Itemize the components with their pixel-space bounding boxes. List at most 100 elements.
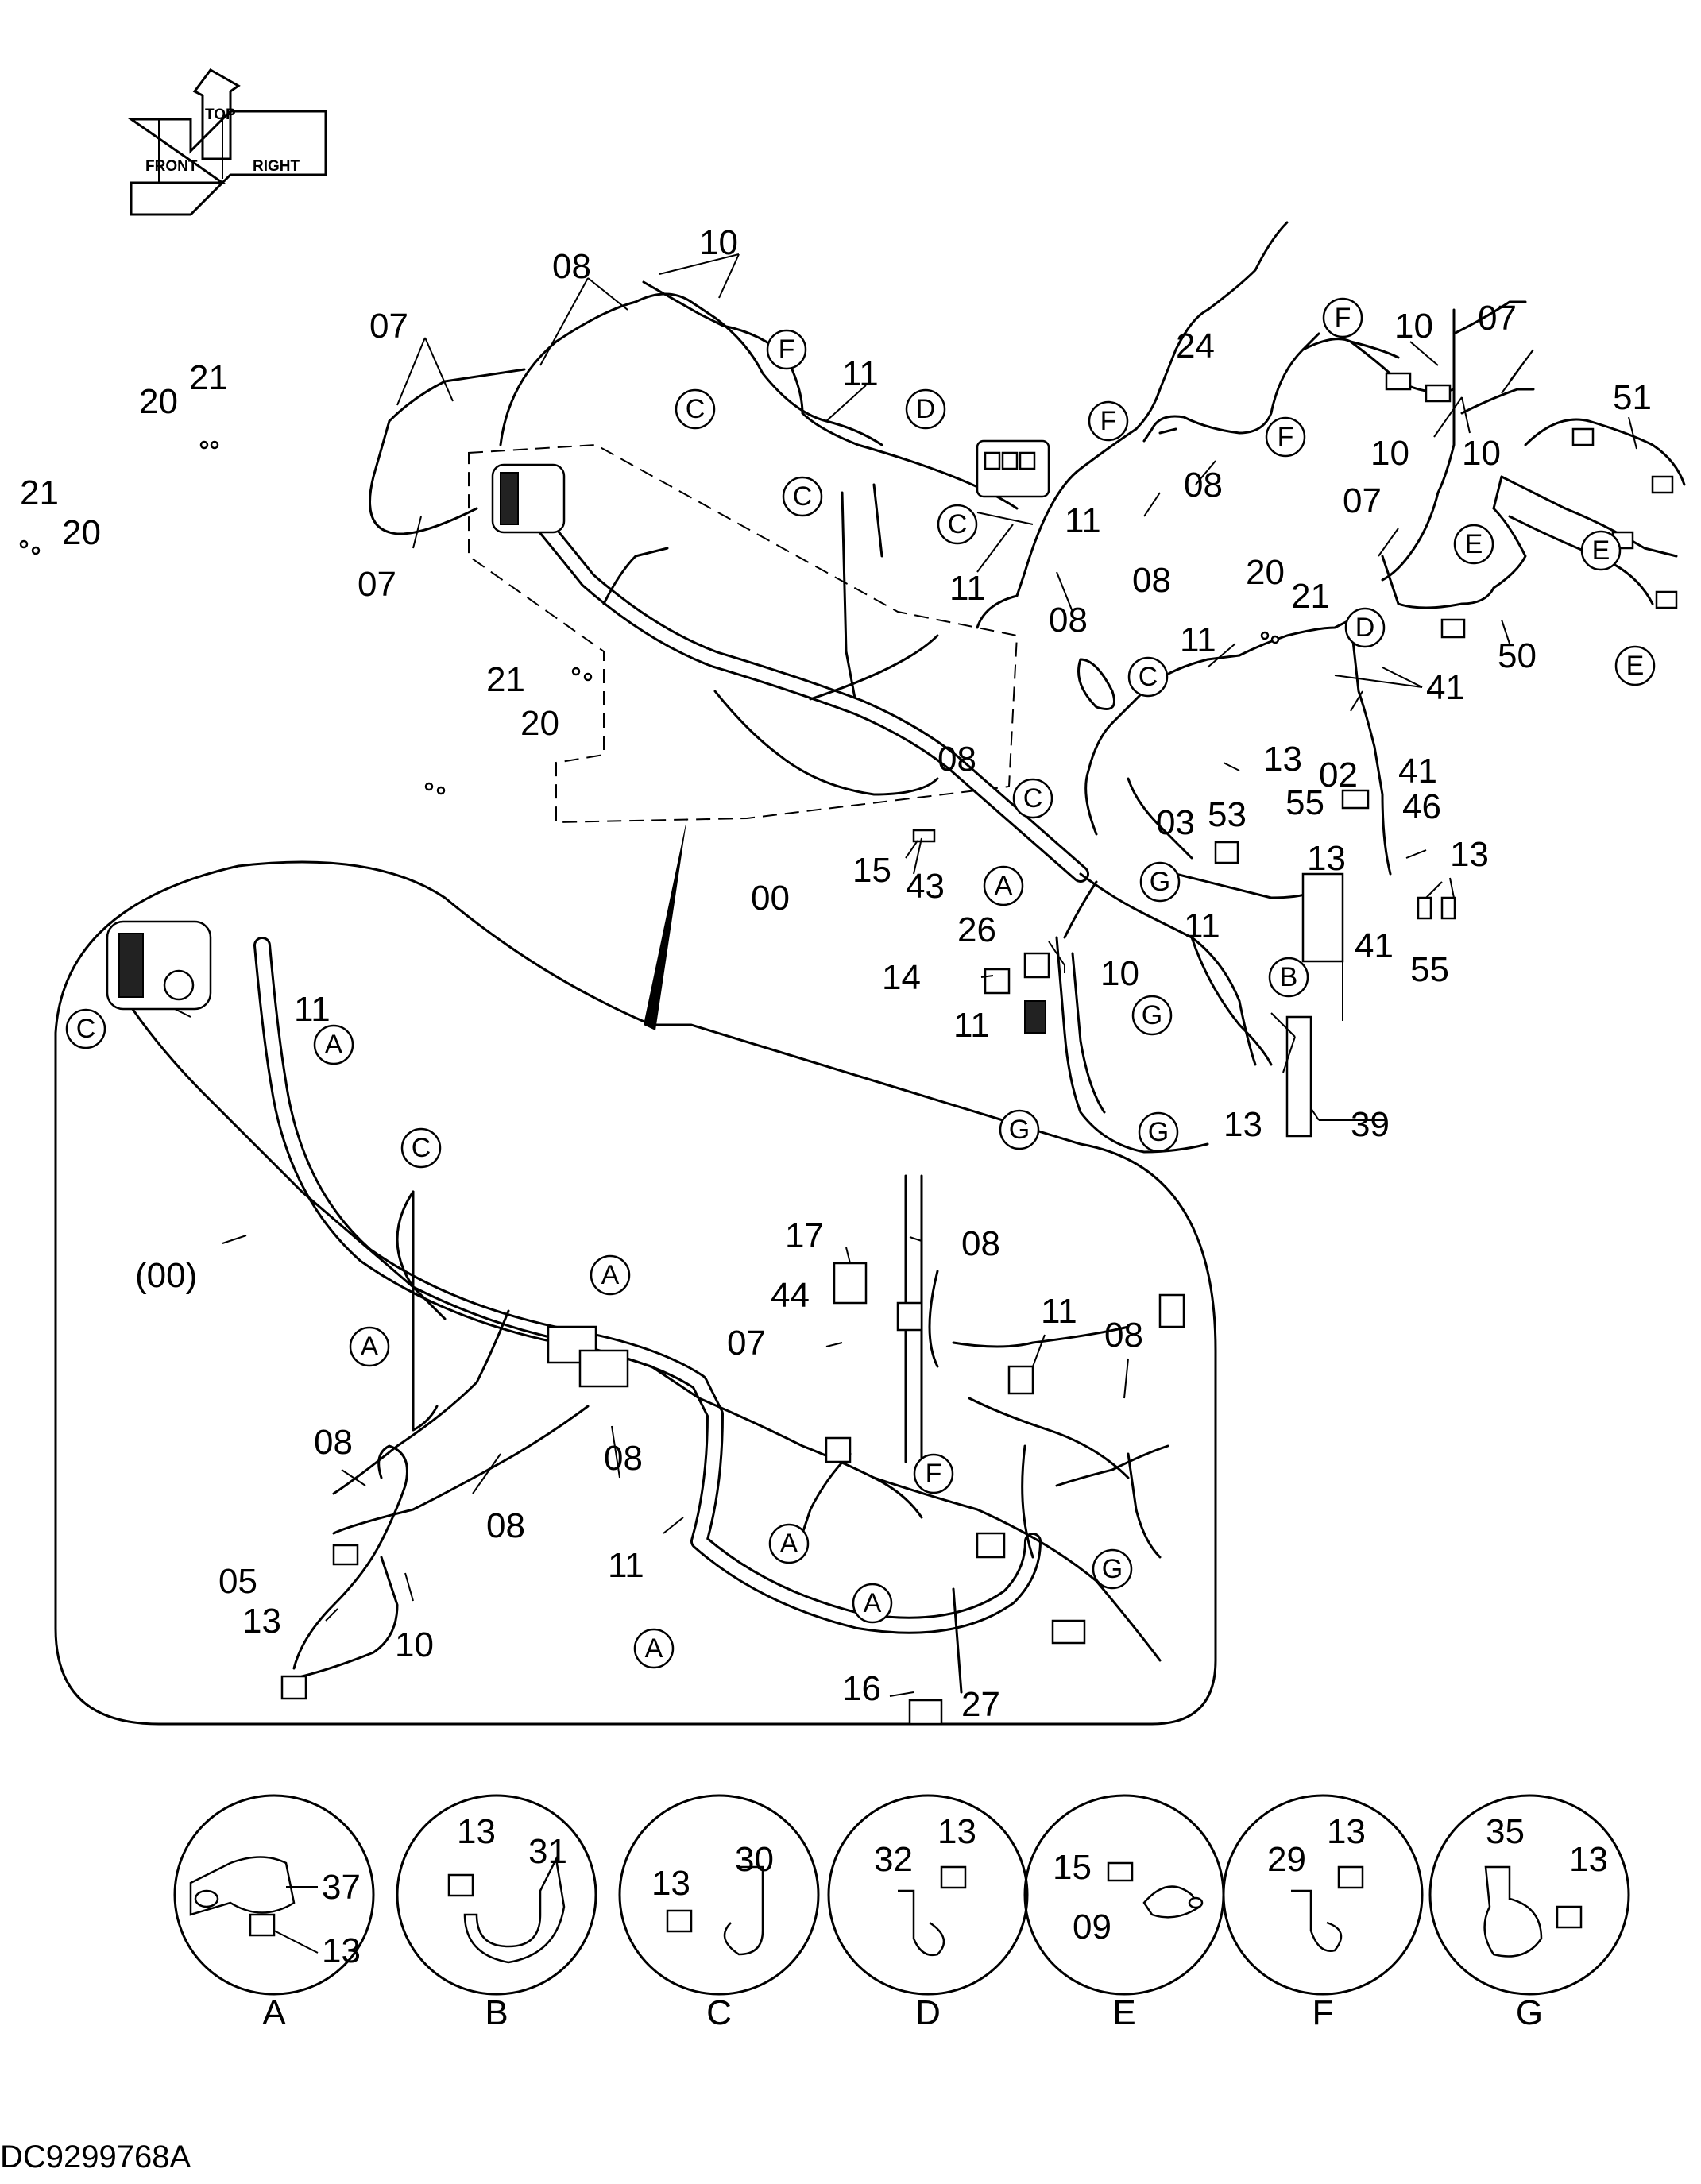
leader-lines — [174, 253, 1637, 1697]
svg-text:G: G — [1148, 1117, 1169, 1147]
part-label-24: 24 — [1176, 327, 1215, 365]
part-label-15: 15 — [852, 851, 891, 890]
part-label-21: 21 — [20, 474, 59, 512]
ref-marker-c: C — [65, 1008, 106, 1049]
ref-marker-f: F — [1088, 400, 1129, 442]
svg-text:C: C — [1023, 783, 1043, 814]
part-label-41: 41 — [1355, 926, 1394, 965]
orientation-top-label: TOP — [205, 106, 236, 123]
part-label-07: 07 — [1478, 299, 1517, 338]
part-label-08: 08 — [314, 1423, 353, 1462]
ref-marker-d: D — [905, 388, 946, 430]
part-label-11: 11 — [1065, 501, 1101, 540]
detail-e: 15 09 E — [1023, 1794, 1225, 2032]
part-label-14: 14 — [882, 958, 921, 997]
svg-text:E: E — [1465, 529, 1483, 559]
svg-text:A: A — [780, 1529, 798, 1559]
ref-marker-a: A — [313, 1024, 354, 1065]
detail-g-letter: G — [1516, 1993, 1543, 2032]
part-label-07: 07 — [358, 565, 396, 604]
ref-marker-f: F — [1322, 297, 1363, 338]
part-label-10: 10 — [1370, 434, 1409, 473]
svg-text:F: F — [926, 1459, 942, 1489]
svg-text:A: A — [361, 1332, 379, 1362]
svg-text:B: B — [1280, 962, 1298, 992]
part-label-13: 13 — [1224, 1105, 1262, 1144]
part-label-21: 21 — [486, 660, 525, 699]
svg-text:E: E — [1592, 535, 1610, 566]
ref-marker-f: F — [913, 1453, 954, 1494]
detail-c-clamp-part: 30 — [735, 1840, 774, 1879]
part-label-08: 08 — [1132, 561, 1171, 600]
detail-d: 32 13 D — [827, 1794, 1029, 2032]
part-label-07: 07 — [369, 307, 408, 346]
detail-c-bolt-part: 13 — [651, 1864, 690, 1903]
ref-marker-c: C — [1012, 778, 1053, 819]
svg-text:C: C — [1139, 662, 1158, 692]
ref-marker-a: A — [590, 1254, 631, 1296]
detail-d-letter: D — [915, 1993, 941, 2032]
ref-marker-a: A — [983, 865, 1024, 906]
part-label-07: 07 — [727, 1324, 766, 1363]
part-label-11: 11 — [294, 990, 331, 1029]
part-label-55: 55 — [1285, 783, 1324, 822]
part-label-20: 20 — [1246, 553, 1285, 592]
part-label-03: 03 — [1156, 803, 1195, 842]
part-number-labels: 10 08 07 07 20 21 21 20 11 11 11 08 08 0… — [20, 223, 1652, 1724]
part-label-10: 10 — [395, 1625, 434, 1664]
part-label-11: 11 — [1180, 620, 1216, 659]
svg-text:D: D — [1355, 613, 1375, 643]
part-label-21: 21 — [189, 358, 228, 397]
ref-marker-c: C — [675, 388, 716, 430]
part-label-00: 00 — [751, 879, 790, 918]
detail-f-clamp-part: 29 — [1267, 1840, 1306, 1879]
part-label-17: 17 — [785, 1216, 824, 1255]
svg-text:D: D — [916, 394, 936, 424]
part-label-08: 08 — [1049, 601, 1088, 640]
svg-text:A: A — [601, 1260, 620, 1290]
ref-marker-e: E — [1453, 524, 1494, 565]
part-label-11: 11 — [953, 1006, 990, 1045]
part-label-13: 13 — [1450, 835, 1489, 874]
ref-marker-f: F — [766, 329, 807, 370]
detail-e-letter: E — [1112, 1993, 1135, 2032]
svg-text:A: A — [995, 871, 1013, 901]
ref-marker-f: F — [1265, 416, 1306, 458]
detail-a-clamp-part: 37 — [322, 1868, 361, 1907]
part-label-11: 11 — [1184, 906, 1220, 945]
part-label-11: 11 — [608, 1546, 644, 1585]
part-label-08: 08 — [604, 1439, 643, 1478]
part-label-08: 08 — [1104, 1316, 1143, 1355]
detail-b-bolt-part: 13 — [457, 1812, 496, 1851]
part-label-13: 13 — [242, 1602, 281, 1641]
part-label-21: 21 — [1291, 577, 1330, 616]
part-label-20: 20 — [62, 513, 101, 552]
detail-b-clamp-part: 31 — [528, 1832, 567, 1871]
ref-marker-a: A — [768, 1523, 810, 1564]
ref-marker-c: C — [937, 504, 978, 545]
svg-text:C: C — [793, 481, 813, 512]
detail-f-letter: F — [1312, 1993, 1334, 2032]
part-label-08: 08 — [961, 1224, 1000, 1263]
detail-f: 29 13 F — [1222, 1794, 1424, 2032]
svg-text:F: F — [1335, 303, 1351, 333]
orientation-front-label: FRONT — [145, 158, 198, 175]
svg-text:G: G — [1102, 1554, 1123, 1584]
detail-c: 13 30 C — [618, 1794, 820, 2032]
part-label-26: 26 — [957, 910, 996, 949]
part-label-00-paren: (00) — [135, 1256, 197, 1295]
svg-text:G: G — [1009, 1115, 1030, 1145]
svg-text:A: A — [864, 1588, 882, 1618]
detail-g-bolt-part: 13 — [1569, 1840, 1608, 1879]
part-label-13: 13 — [1263, 740, 1302, 779]
svg-text:F: F — [1100, 406, 1117, 436]
ref-marker-c: C — [782, 476, 823, 517]
svg-text:G: G — [1150, 867, 1170, 897]
ref-marker-g: G — [1131, 995, 1173, 1036]
svg-text:A: A — [645, 1633, 663, 1664]
detail-g: 35 13 G — [1428, 1794, 1630, 2032]
orientation-right-label: RIGHT — [253, 158, 300, 175]
part-label-08: 08 — [1184, 466, 1223, 504]
main-harness — [19, 221, 1686, 1154]
ref-marker-d: D — [1344, 607, 1386, 648]
